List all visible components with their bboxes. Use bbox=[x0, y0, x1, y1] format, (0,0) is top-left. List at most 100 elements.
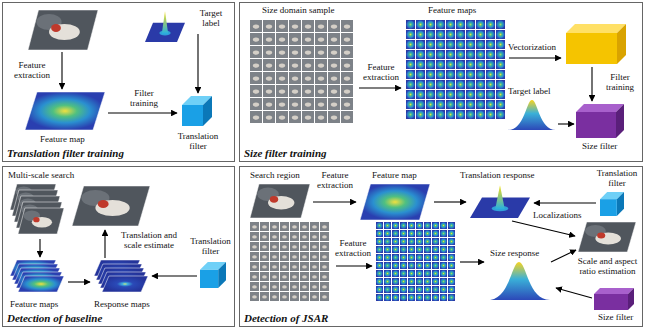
feature-cell bbox=[448, 286, 455, 293]
sample-bird bbox=[344, 50, 350, 54]
flow-arrow bbox=[104, 230, 105, 258]
sample-cell bbox=[263, 20, 275, 32]
feature-cell bbox=[446, 80, 455, 89]
flow-arrow bbox=[534, 202, 596, 203]
feature-cell bbox=[446, 30, 455, 39]
feature-cell bbox=[424, 262, 431, 269]
annotation-label: Filter training bbox=[120, 88, 168, 108]
sample-bird bbox=[279, 63, 285, 67]
sample-bird bbox=[282, 255, 287, 258]
sample-bird bbox=[252, 245, 257, 248]
feature-cell bbox=[384, 278, 391, 285]
sample-cell bbox=[302, 111, 314, 123]
feature-cell bbox=[400, 286, 407, 293]
feature-cell bbox=[432, 286, 439, 293]
feature-cell bbox=[406, 80, 415, 89]
sample-cell bbox=[320, 282, 329, 291]
feature-cell bbox=[486, 100, 495, 109]
sample-cell bbox=[315, 72, 327, 84]
sample-bird bbox=[331, 63, 337, 67]
sample-cell bbox=[250, 72, 262, 84]
feature-cell bbox=[416, 246, 423, 253]
sample-cell bbox=[270, 232, 279, 241]
sample-bird bbox=[282, 295, 287, 298]
sample-bird bbox=[302, 245, 307, 248]
feature-cell bbox=[408, 286, 415, 293]
sample-cell bbox=[250, 33, 262, 45]
feature-cell bbox=[486, 90, 495, 99]
sample-bird bbox=[292, 275, 297, 278]
image-background bbox=[578, 222, 636, 252]
sample-bird bbox=[322, 245, 327, 248]
feature-cell bbox=[486, 20, 495, 29]
panel-heading: Detection of baseline bbox=[7, 312, 102, 324]
sample-bird bbox=[344, 37, 350, 41]
bird-body bbox=[95, 200, 129, 216]
feature-cell bbox=[440, 278, 447, 285]
annotation-label: Feature maps bbox=[10, 299, 58, 309]
feature-cell bbox=[466, 110, 475, 119]
sample-cell bbox=[300, 292, 309, 301]
sample-cell bbox=[260, 262, 269, 271]
sample-cell bbox=[280, 252, 289, 261]
feature-cell bbox=[426, 20, 435, 29]
sample-cell bbox=[289, 59, 301, 71]
cube-front bbox=[182, 105, 203, 126]
annotation-label: Size response bbox=[490, 248, 539, 258]
gaussian-bell bbox=[508, 100, 556, 130]
panel-box: Detection of JSAR bbox=[239, 166, 643, 327]
sample-cell bbox=[270, 262, 279, 271]
sample-cell bbox=[302, 85, 314, 97]
feature-cell bbox=[448, 254, 455, 261]
feature-cell bbox=[496, 70, 505, 79]
sample-cell bbox=[320, 252, 329, 261]
sample-cell bbox=[328, 72, 340, 84]
sample-cell bbox=[289, 98, 301, 110]
feature-cell bbox=[496, 20, 505, 29]
sample-bird bbox=[312, 285, 317, 288]
sample-cell bbox=[328, 33, 340, 45]
sample-bird bbox=[312, 225, 317, 228]
sample-bird bbox=[292, 37, 298, 41]
annotation-label: Vectorization bbox=[508, 42, 556, 52]
sample-bird bbox=[266, 24, 272, 28]
feature-grid bbox=[376, 222, 455, 301]
sample-cell bbox=[270, 242, 279, 251]
feature-cell bbox=[440, 262, 447, 269]
panel-heading: Translation filter training bbox=[7, 147, 124, 159]
sample-bird bbox=[312, 275, 317, 278]
feature-cell bbox=[446, 70, 455, 79]
feature-cell bbox=[446, 40, 455, 49]
sample-cell bbox=[320, 292, 329, 301]
sample-bird bbox=[272, 225, 277, 228]
flow-arrow bbox=[556, 288, 592, 298]
feature-cell bbox=[376, 286, 383, 293]
image-background bbox=[250, 184, 310, 218]
sample-bird bbox=[262, 245, 267, 248]
sample-cell bbox=[290, 232, 299, 241]
feature-cell bbox=[376, 230, 383, 237]
filter-cuboid bbox=[566, 24, 626, 64]
feature-cell bbox=[384, 294, 391, 301]
feature-cell bbox=[436, 60, 445, 69]
sample-bird bbox=[253, 76, 259, 80]
sample-bird bbox=[252, 275, 257, 278]
feature-cell bbox=[486, 50, 495, 59]
sample-bird bbox=[305, 37, 311, 41]
sample-bird bbox=[292, 225, 297, 228]
feature-cell bbox=[400, 254, 407, 261]
sample-cell bbox=[276, 20, 288, 32]
sample-cell bbox=[250, 252, 259, 261]
sample-bird bbox=[331, 24, 337, 28]
cube-side bbox=[218, 262, 226, 288]
feature-cell bbox=[376, 222, 383, 229]
feature-cell bbox=[416, 30, 425, 39]
feature-cell bbox=[436, 100, 445, 109]
feature-cell bbox=[416, 294, 423, 301]
feature-cell bbox=[476, 80, 485, 89]
sample-bird bbox=[318, 50, 324, 54]
feature-cell bbox=[384, 238, 391, 245]
sample-cell bbox=[280, 242, 289, 251]
feature-cell bbox=[424, 230, 431, 237]
